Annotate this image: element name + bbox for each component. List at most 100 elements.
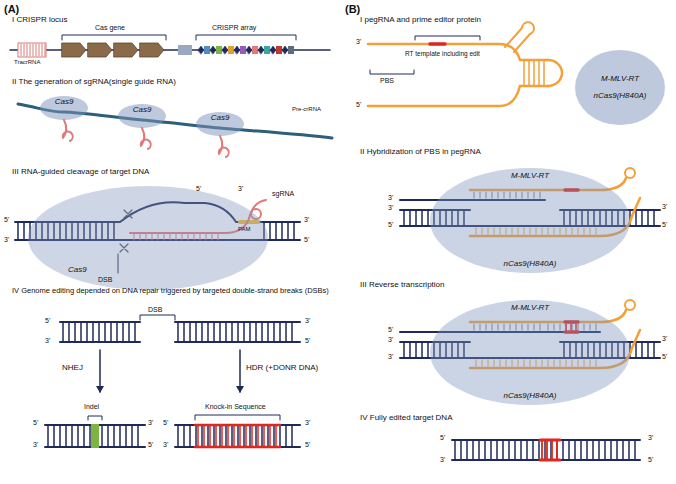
base-pair xyxy=(556,440,558,460)
base-pair xyxy=(641,342,643,358)
bracket xyxy=(140,315,175,320)
base-pair xyxy=(213,322,215,342)
strand-end: 5' xyxy=(33,419,38,427)
base-pair xyxy=(249,322,251,342)
cas-gene-arrow xyxy=(140,43,164,57)
step-heading: II The generation of sgRNA(single guide … xyxy=(12,78,176,87)
strand-end: 3' xyxy=(662,203,667,211)
base-pair xyxy=(213,425,215,447)
base-pair xyxy=(267,322,269,342)
repeat-diamond xyxy=(234,46,240,54)
cas9-protein: Cas9 xyxy=(196,112,244,136)
pegrna-loop xyxy=(625,168,635,178)
base-pair xyxy=(622,440,624,460)
strand-end: 5' xyxy=(4,216,9,224)
base-pair xyxy=(243,322,245,342)
base-pair xyxy=(98,322,100,342)
prime-editor-protein: M-MLV-RTnCas9(H840A) xyxy=(430,168,630,273)
base-pair xyxy=(231,425,233,447)
base-pair xyxy=(225,322,227,342)
dna-strand xyxy=(452,439,640,441)
label: NHEJ xyxy=(62,364,83,373)
strand-end: 3' xyxy=(388,204,393,212)
protein-name: Cas9 xyxy=(68,266,87,275)
base-pair xyxy=(110,322,112,342)
base-pair xyxy=(275,425,277,447)
base-pair xyxy=(53,425,55,447)
bracket xyxy=(195,415,280,420)
base-pair xyxy=(409,210,411,226)
spacer-block xyxy=(276,46,282,54)
sgrna-hairpin xyxy=(63,120,73,141)
base-pair xyxy=(77,425,79,447)
base-pair xyxy=(574,440,576,460)
base-pair xyxy=(466,440,468,460)
protein-name: Cas9 xyxy=(211,114,230,123)
base-pair xyxy=(71,425,73,447)
base-pair xyxy=(239,425,241,447)
label: TracrRNA xyxy=(14,59,40,66)
base-pair xyxy=(59,425,61,447)
base-pair xyxy=(227,425,229,447)
strand-end: 5' xyxy=(662,221,667,229)
base-pair xyxy=(508,440,510,460)
strand-end: 3' xyxy=(45,337,50,345)
bracket xyxy=(415,36,480,40)
base-pair xyxy=(189,322,191,342)
label: PBS xyxy=(380,77,394,85)
base-pair xyxy=(219,322,221,342)
base-pair xyxy=(243,425,245,447)
base-pair xyxy=(195,425,197,447)
base-pair xyxy=(543,60,545,86)
base-pair xyxy=(201,425,203,447)
strand-end: 5' xyxy=(305,441,310,449)
protein-name: Cas9 xyxy=(133,106,152,115)
repeat-diamond xyxy=(198,46,204,54)
pegrna-hairpin xyxy=(505,22,534,52)
base-pair xyxy=(219,425,221,447)
base-pair xyxy=(209,425,211,447)
label: RT template including edit xyxy=(405,50,480,57)
dna-strand xyxy=(60,321,140,323)
base-pair xyxy=(647,342,649,358)
tracrrna-stripe xyxy=(21,44,22,56)
pegrna xyxy=(368,86,520,106)
strand-end: 3' xyxy=(238,185,243,193)
base-pair xyxy=(263,425,265,447)
base-pair xyxy=(285,425,287,447)
pegrna xyxy=(368,44,520,60)
base-pair xyxy=(131,425,133,447)
spacer-block xyxy=(204,46,210,54)
base-pair xyxy=(403,342,405,358)
base-pair xyxy=(269,425,271,447)
base-pair xyxy=(653,342,655,358)
strand-end: 3' xyxy=(163,441,168,449)
cas9-protein: Cas9 xyxy=(28,186,268,290)
base-pair xyxy=(562,440,564,460)
base-pair xyxy=(293,222,295,240)
step-heading: III Reverse transcription xyxy=(360,281,444,290)
base-pair xyxy=(551,440,553,460)
base-pair xyxy=(285,322,287,342)
protein-subname: nCas9(H840A) xyxy=(504,260,557,269)
base-pair xyxy=(523,60,525,86)
step-heading: III RNA-guided cleavage of target DNA xyxy=(12,168,149,177)
pegrna-loop xyxy=(548,60,562,86)
base-pair xyxy=(533,60,535,86)
base-pair xyxy=(197,425,199,447)
tracrrna-stripe xyxy=(45,44,46,56)
base-pair xyxy=(635,342,637,358)
base-pair xyxy=(119,425,121,447)
tracrrna-stripe xyxy=(36,44,37,56)
bracket xyxy=(370,70,414,74)
base-pair xyxy=(427,210,429,226)
cas-gene-arrow xyxy=(114,43,138,57)
spacer-block xyxy=(240,46,246,54)
base-pair xyxy=(207,425,209,447)
step-heading: I CRISPR locus xyxy=(12,16,68,25)
base-pair xyxy=(514,440,516,460)
base-pair xyxy=(550,440,552,460)
base-pair xyxy=(526,440,528,460)
arrow xyxy=(239,350,241,392)
base-pair xyxy=(484,440,486,460)
